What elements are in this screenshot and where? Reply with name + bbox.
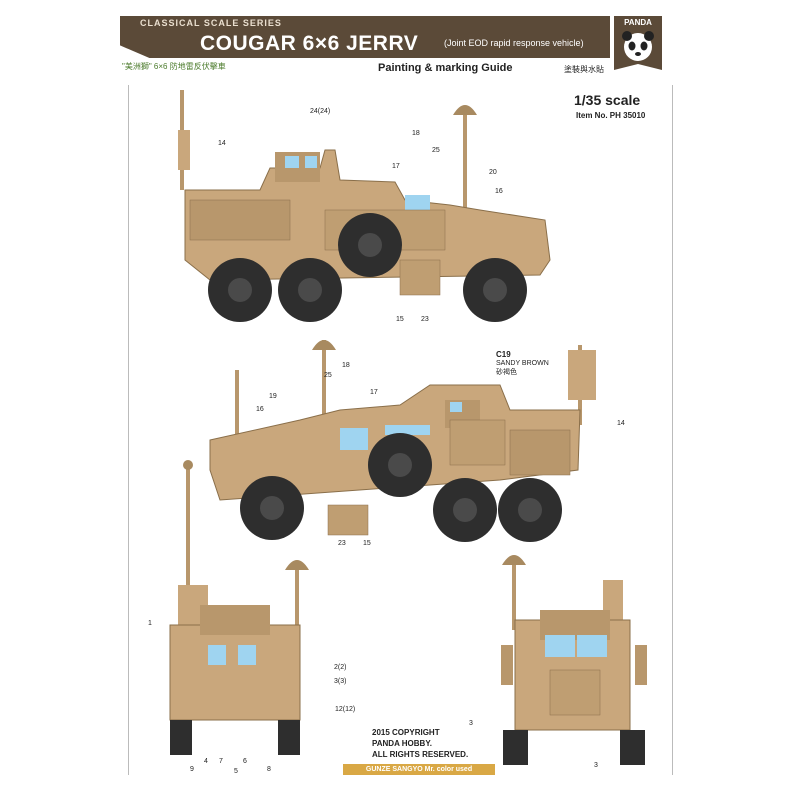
- callout-5: 5: [234, 768, 238, 775]
- right-border-line: [672, 85, 673, 775]
- color-cn-name: 砂褐色: [496, 369, 517, 376]
- left-border-line: [128, 85, 129, 775]
- panda-logo: PANDA: [614, 16, 662, 70]
- item-number: Item No. PH 35010: [576, 111, 646, 120]
- callout-19: 19: [269, 393, 277, 400]
- callout-4: 4: [204, 758, 208, 765]
- callout-3-front-a: 3: [469, 720, 473, 727]
- chinese-guide-title: 塗裝與水貼: [564, 65, 604, 74]
- page-subtitle: (Joint EOD rapid response vehicle): [444, 38, 584, 48]
- callout-20: 20: [489, 169, 497, 176]
- callout-9: 9: [190, 766, 194, 773]
- callout-7: 7: [219, 758, 223, 765]
- header-band: [120, 16, 610, 58]
- callout-12: 12(12): [335, 706, 356, 713]
- callout-1: 1: [148, 620, 152, 627]
- gunze-note: GUNZE SANGYO Mr. color used: [343, 764, 495, 775]
- callout-25: 25: [432, 147, 440, 154]
- rear-view: [169, 460, 309, 755]
- front-view: [501, 555, 647, 765]
- series-label: CLASSICAL SCALE SERIES: [140, 18, 282, 28]
- callout-18: 18: [412, 130, 420, 137]
- callout-23b: 23: [338, 540, 346, 547]
- scale-label: 1/35 scale: [574, 92, 641, 108]
- callout-24: 24(24): [310, 108, 331, 115]
- copyright-line-1: 2015 COPYRIGHT: [372, 728, 440, 737]
- callout-3-front-b: 3: [594, 762, 598, 769]
- callout-2: 2(2): [334, 664, 347, 671]
- svg-text:PANDA: PANDA: [624, 18, 652, 27]
- callout-16b: 16: [256, 406, 264, 413]
- callout-8: 8: [267, 766, 271, 773]
- side-view-left: [209, 340, 596, 542]
- callout-17b: 17: [370, 389, 378, 396]
- callout-23: 23: [421, 316, 429, 323]
- color-code: C19: [496, 350, 511, 359]
- callout-6: 6: [243, 758, 247, 765]
- callout-18b: 18: [342, 362, 350, 369]
- guide-title: Painting & marking Guide: [378, 62, 513, 74]
- color-name: SANDY BROWN: [496, 360, 549, 367]
- callout-15b: 15: [363, 540, 371, 547]
- chinese-subtitle: "美洲獅" 6×6 防地雷反伏擊車: [122, 62, 226, 71]
- callout-14: 14: [218, 140, 226, 147]
- callout-3: 3(3): [334, 678, 347, 685]
- callout-16: 16: [495, 188, 503, 195]
- callout-17: 17: [392, 163, 400, 170]
- page-title: COUGAR 6×6 JERRV: [200, 32, 419, 55]
- copyright-block: 2015 COPYRIGHT PANDA HOBBY. ALL RIGHTS R…: [372, 727, 468, 760]
- callout-25b: 25: [324, 372, 332, 379]
- copyright-line-3: ALL RIGHTS RESERVED.: [372, 750, 469, 759]
- callout-15: 15: [396, 316, 404, 323]
- copyright-line-2: PANDA HOBBY.: [372, 739, 433, 748]
- callout-14b: 14: [617, 420, 625, 427]
- side-view-right: [178, 90, 551, 322]
- color-note: C19 SANDY BROWN 砂褐色: [496, 350, 549, 377]
